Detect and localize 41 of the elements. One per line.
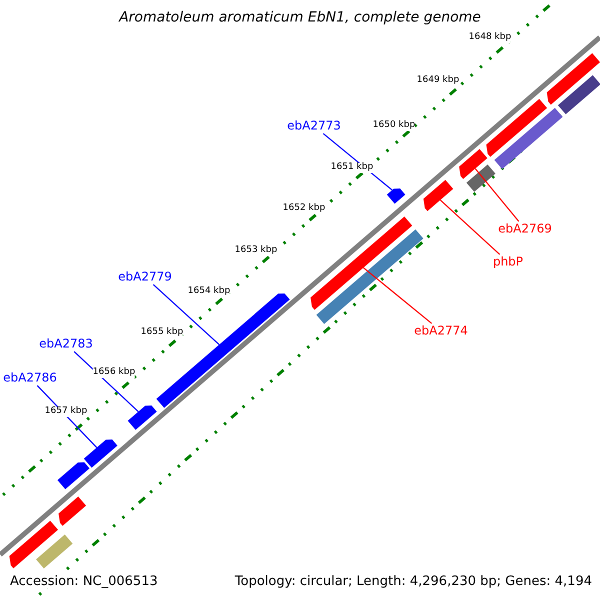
gene-bar <box>466 164 496 192</box>
gene-label: phbP <box>492 255 524 269</box>
leader-line <box>152 284 220 346</box>
scale-label: 1648 kbp <box>468 33 512 43</box>
gene-block <box>9 520 58 568</box>
leader-line <box>363 267 432 324</box>
scale-label: 1650 kbp <box>372 121 416 131</box>
gene-bar <box>36 534 73 568</box>
scale-label: 1651 kbp <box>330 163 374 173</box>
gene-label: ebA2779 <box>118 270 172 284</box>
map-title: Aromatoleum aromaticum EbN1, complete genome <box>119 10 481 26</box>
leader-line <box>74 351 139 412</box>
scale-label: 1654 kbp <box>188 287 230 297</box>
gene-block <box>459 149 488 180</box>
scale-label: 1656 kbp <box>92 368 136 378</box>
gene-label: ebA2783 <box>39 337 93 351</box>
gene-bar <box>316 229 424 324</box>
gene-block <box>58 496 86 526</box>
gene-label: ebA2769 <box>498 222 552 236</box>
gene-block <box>57 462 90 490</box>
gene-label: ebA2786 <box>3 371 57 385</box>
scale-label: 1657 kbp <box>44 407 88 417</box>
scale-label: 1655 kbp <box>140 328 184 338</box>
accession-text: Accession: NC_006513 <box>8 574 160 590</box>
scale-label: 1649 kbp <box>416 76 460 86</box>
gene-bar <box>558 75 600 114</box>
leader-line <box>474 168 520 222</box>
gene-block <box>486 98 548 157</box>
gene-label: ebA2774 <box>414 324 468 338</box>
genome-info-text: Topology: circular; Length: 4,296,230 bp; Genes: 4,194 <box>234 574 592 590</box>
gene-block <box>423 180 454 212</box>
gene-label: ebA2773 <box>287 119 341 133</box>
gene-bar <box>494 108 563 170</box>
gene-block <box>546 53 600 105</box>
gene-block <box>84 440 118 468</box>
leader-line <box>440 200 500 255</box>
scale-label: 1652 kbp <box>282 204 326 214</box>
scale-label: 1653 kbp <box>234 246 278 256</box>
gene-block <box>386 188 406 204</box>
gene-block <box>128 406 157 430</box>
gene-block <box>310 216 412 310</box>
